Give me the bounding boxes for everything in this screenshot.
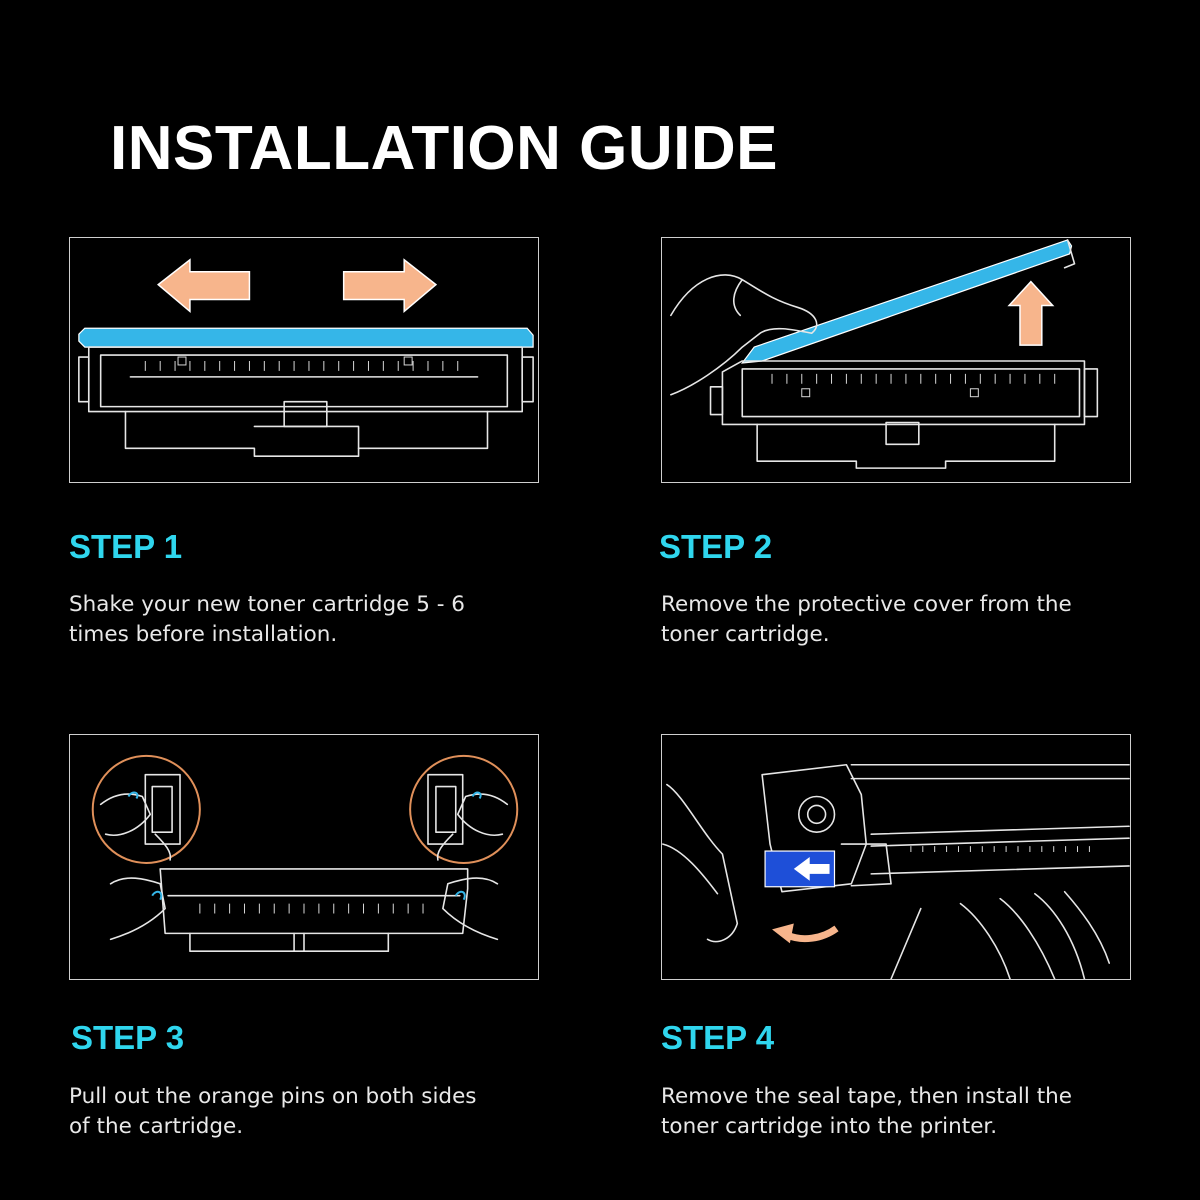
step-2-line-1: Remove the protective cover from the	[661, 592, 1072, 617]
curved-arrow-icon	[786, 925, 839, 943]
step-4-description: Remove the seal tape, then install the to…	[661, 1082, 1131, 1142]
hands	[662, 783, 1111, 979]
step-2-illustration	[661, 237, 1131, 483]
step-3-line-2: of the cartridge.	[69, 1114, 244, 1139]
arrow-right-icon	[342, 258, 438, 313]
step-2-description: Remove the protective cover from the tone…	[661, 590, 1131, 650]
step-3-illustration	[69, 734, 539, 980]
step-3-line-1: Pull out the orange pins on both sides	[69, 1084, 477, 1109]
arrow-up-icon	[1007, 280, 1055, 346]
toner-cartridge	[109, 868, 499, 953]
step-4-illustration	[661, 734, 1131, 980]
arrow-left-icon	[157, 258, 251, 313]
step-2-line-2: toner cartridge.	[661, 622, 830, 647]
step-1-heading: STEP 1	[69, 528, 183, 565]
step-2-heading: STEP 2	[659, 528, 773, 565]
protective-cover	[78, 327, 534, 348]
step-4-line-1: Remove the seal tape, then install the	[661, 1084, 1072, 1109]
step-1-line-2: times before installation.	[69, 622, 338, 647]
hand	[670, 274, 818, 396]
toner-cartridge	[78, 346, 534, 458]
step-1-line-1: Shake your new toner cartridge 5 - 6	[69, 592, 465, 617]
step-4-line-2: toner cartridge into the printer.	[661, 1114, 998, 1139]
toner-cartridge	[709, 360, 1099, 469]
arrow-left-icon	[793, 857, 830, 881]
step-3-description: Pull out the orange pins on both sides of…	[69, 1082, 539, 1142]
page-title: INSTALLATION GUIDE	[110, 114, 778, 183]
step-1-illustration	[69, 237, 539, 483]
step-1-description: Shake your new toner cartridge 5 - 6 time…	[69, 590, 539, 650]
zoom-circle-right	[409, 754, 519, 864]
step-4-heading: STEP 4	[661, 1019, 775, 1056]
zoom-circle-left	[91, 754, 201, 864]
printer	[850, 763, 1130, 875]
step-3-heading: STEP 3	[71, 1019, 185, 1056]
